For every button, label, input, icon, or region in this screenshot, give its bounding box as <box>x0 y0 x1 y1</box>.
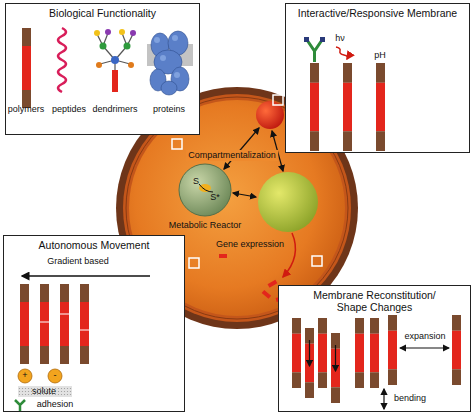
panel-heading: Interactive/Responsive Membrane <box>289 7 467 19</box>
part-label: bending <box>394 393 426 404</box>
part-label: Gradient based <box>47 256 109 267</box>
reactor-label: Metabolic Reactor <box>165 220 245 231</box>
part-label: proteins <box>153 104 185 115</box>
panel-heading: Autonomous Movement <box>7 239 182 251</box>
part-label: pH <box>374 50 386 61</box>
part-label: Compartmentalization <box>186 150 278 161</box>
feature-panel: Interactive/Responsive Membrane <box>285 3 470 153</box>
part-label: expansion <box>404 331 445 342</box>
feature-panel: Membrane Reconstitution/ Shape Changes <box>278 285 471 412</box>
reactor-vesicle: Metabolic Reactor <box>165 162 245 234</box>
part-label: + <box>22 370 27 381</box>
part-label: S* <box>210 192 220 203</box>
part-label: solute <box>32 386 56 397</box>
part-label: adhesion <box>37 399 74 410</box>
part-label: dendrimers <box>92 104 137 115</box>
part-label: Gene expression <box>216 239 284 250</box>
panel-heading: Biological Functionality <box>9 7 197 19</box>
part-label: - <box>54 370 57 381</box>
reactor-sphere <box>177 162 233 218</box>
part-label: hν <box>335 33 345 44</box>
part-label: S <box>193 176 199 187</box>
part-label: peptides <box>52 104 86 115</box>
feature-panel: Biological Functionality <box>5 3 200 135</box>
panel-heading: Membrane Reconstitution/ Shape Changes <box>305 289 445 313</box>
part-label: polymers <box>8 104 45 115</box>
